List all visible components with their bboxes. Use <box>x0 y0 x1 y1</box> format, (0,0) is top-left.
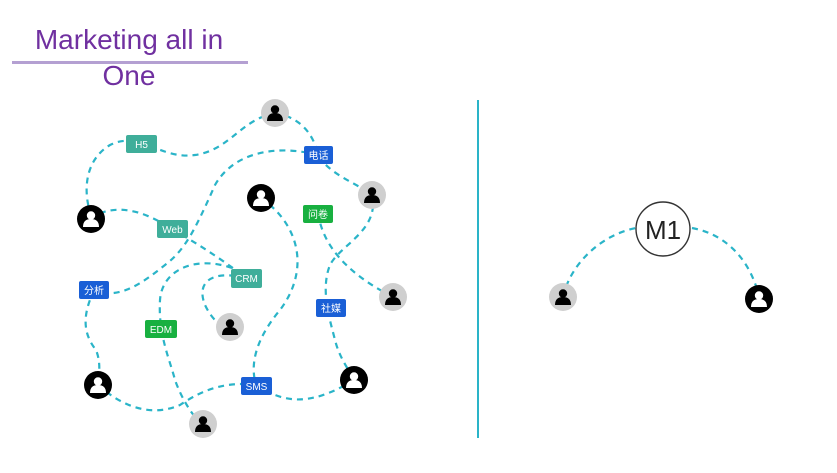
tag-analysis: 分析 <box>79 281 109 299</box>
person-node-dark <box>340 366 368 394</box>
tag-social: 社媒 <box>316 299 346 317</box>
tag-analysis-label: 分析 <box>84 284 104 297</box>
person-node-light <box>549 283 577 311</box>
page-title: Marketing all in One <box>10 22 248 94</box>
connector-path <box>324 194 375 381</box>
connector-path <box>255 379 355 401</box>
title-line-1: Marketing all in <box>34 24 224 55</box>
tag-edm-label: EDM <box>150 325 172 336</box>
hub-connector-right <box>691 226 761 298</box>
title-underline <box>12 61 248 64</box>
tag-crm: CRM <box>231 269 262 288</box>
tag-sms: SMS <box>241 377 272 395</box>
tag-crm-label: CRM <box>235 274 258 285</box>
connector-path <box>97 382 257 412</box>
connector-path <box>84 289 101 383</box>
connector-path <box>316 212 394 298</box>
tag-h5: H5 <box>126 135 157 153</box>
connector-paths <box>84 111 394 425</box>
tag-survey-label: 问卷 <box>308 208 328 221</box>
person-node-light <box>189 410 217 438</box>
tag-web-label: Web <box>162 225 183 236</box>
title-line-2: One <box>102 60 156 91</box>
person-node-dark <box>77 205 105 233</box>
person-node-light <box>216 313 244 341</box>
person-node-light <box>379 283 407 311</box>
tag-survey: 问卷 <box>303 205 333 223</box>
connector-path <box>89 208 247 279</box>
hub-connector-left <box>561 226 637 298</box>
tag-web: Web <box>157 220 188 238</box>
tag-phone-label: 电话 <box>309 149 329 162</box>
tag-phone: 电话 <box>304 146 333 164</box>
person-node-light <box>358 181 386 209</box>
tag-sms-label: SMS <box>246 382 268 393</box>
tag-social-label: 社媒 <box>321 302 341 315</box>
tag-h5-label: H5 <box>135 140 148 151</box>
hub-m1-label: M1 <box>645 215 681 245</box>
person-node-dark <box>745 285 773 313</box>
person-node-light <box>261 99 289 127</box>
connector-path <box>158 262 233 425</box>
connector-path <box>252 197 299 386</box>
tag-edm: EDM <box>145 320 177 338</box>
connector-path <box>85 111 276 213</box>
connector-path <box>274 111 373 196</box>
person-node-dark <box>84 371 112 399</box>
person-node-dark <box>247 184 275 212</box>
hub-m1: M1 <box>635 201 691 257</box>
